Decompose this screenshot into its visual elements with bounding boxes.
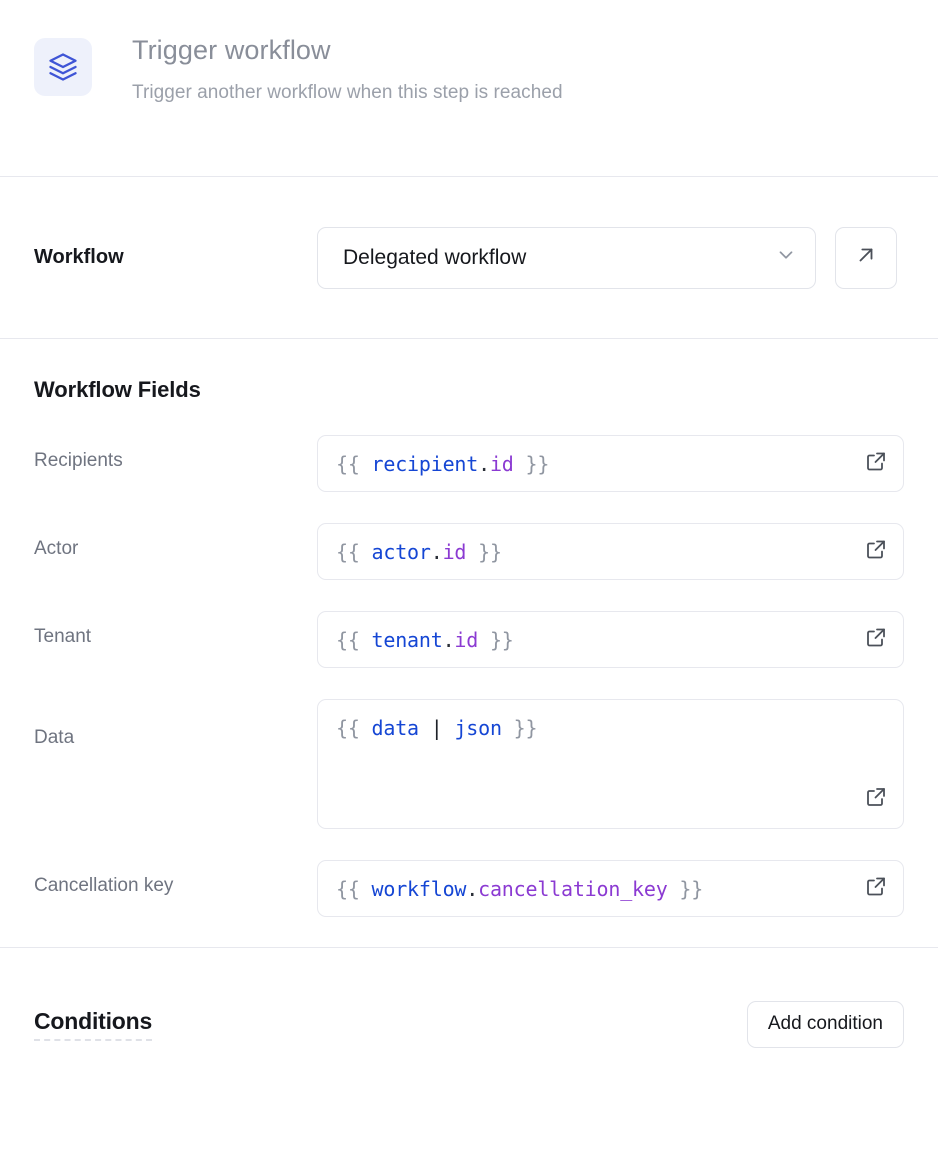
page-title: Trigger workflow (132, 35, 331, 65)
field-label: Cancellation key (34, 875, 174, 896)
external-link-icon[interactable] (864, 449, 888, 478)
liquid-expression: {{ actor.id }} (336, 539, 502, 564)
page-subtitle: Trigger another workflow when this step … (132, 81, 563, 103)
conditions-section: Conditions Add condition (0, 948, 938, 1100)
field-row: Tenant {{ tenant.id }} (34, 611, 904, 668)
field-label: Recipients (34, 450, 123, 471)
workflow-section: Workflow Delegated workflow (0, 177, 938, 338)
field-input-tenant[interactable]: {{ tenant.id }} (317, 611, 904, 668)
workflow-label: Workflow (34, 246, 124, 268)
divider-workflow (0, 338, 938, 339)
layers-stack-icon (34, 38, 92, 96)
add-condition-button[interactable]: Add condition (746, 1000, 904, 1048)
conditions-title: Conditions (34, 1008, 152, 1041)
liquid-expression: {{ workflow.cancellation_key }} (336, 876, 704, 901)
step-header: Trigger workflow Trigger another workflo… (0, 0, 938, 176)
field-input-recipients[interactable]: {{ recipient.id }} (317, 435, 904, 492)
field-label: Actor (34, 538, 79, 559)
workflow-select-value: Delegated workflow (343, 245, 527, 269)
liquid-expression: {{ data | json }} (336, 716, 538, 740)
external-link-icon[interactable] (864, 625, 888, 654)
field-input-cancellation-key[interactable]: {{ workflow.cancellation_key }} (317, 860, 904, 917)
chevron-down-icon (775, 244, 797, 271)
liquid-expression: {{ recipient.id }} (336, 451, 550, 476)
field-row: Data {{ data | json }} (34, 699, 904, 829)
field-input-data[interactable]: {{ data | json }} (317, 699, 904, 829)
divider-header (0, 176, 938, 177)
arrow-up-right-icon (855, 244, 877, 271)
header-text-block: Trigger workflow Trigger another workflo… (132, 34, 563, 104)
liquid-expression: {{ tenant.id }} (336, 627, 514, 652)
divider-fields (0, 947, 938, 948)
workflow-fields-section: Workflow Fields Recipients {{ recipient.i… (0, 339, 938, 947)
external-link-icon[interactable] (864, 785, 888, 814)
external-link-icon[interactable] (864, 874, 888, 903)
workflow-fields-heading: Workflow Fields (34, 377, 201, 402)
field-row: Cancellation key {{ workflow.cancellation… (34, 860, 904, 917)
workflow-select[interactable]: Delegated workflow (317, 226, 816, 289)
field-input-actor[interactable]: {{ actor.id }} (317, 523, 904, 580)
workflow-fields-list: Recipients {{ recipient.id }} Actor {{ acto… (34, 435, 904, 917)
field-row: Recipients {{ recipient.id }} (34, 435, 904, 492)
field-label: Data (34, 727, 75, 748)
open-workflow-button[interactable] (835, 226, 897, 289)
external-link-icon[interactable] (864, 537, 888, 566)
workflow-controls: Delegated workflow (317, 226, 897, 289)
field-label: Tenant (34, 626, 92, 647)
field-row: Actor {{ actor.id }} (34, 523, 904, 580)
